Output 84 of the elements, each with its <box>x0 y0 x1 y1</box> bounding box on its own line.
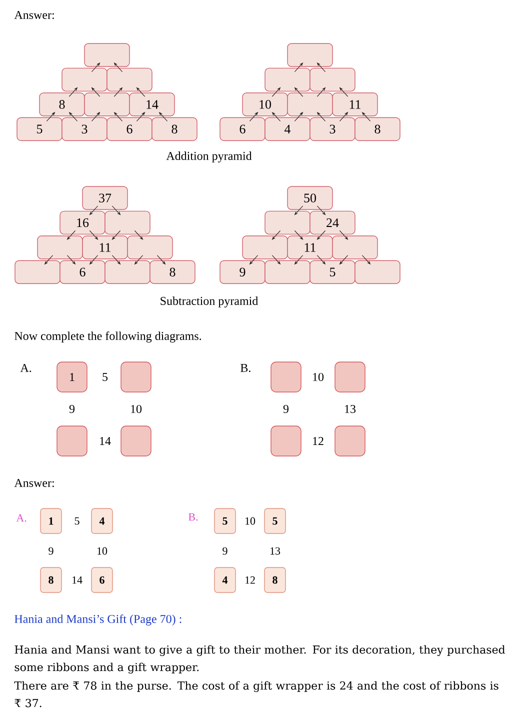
pyramid-brick <box>264 260 310 284</box>
pyramid-brick: 6 <box>220 117 266 141</box>
pyramid-brick: 3 <box>62 117 108 141</box>
pyramid-brick <box>264 68 310 92</box>
answer-box: 6 <box>91 567 113 593</box>
answer-box: 5 <box>214 508 236 534</box>
pyramid-brick <box>287 92 333 116</box>
number-label: 9 <box>48 547 54 555</box>
pyramid-brick: 4 <box>264 117 310 141</box>
pyramid-brick: 24 <box>310 210 356 235</box>
pyramid-brick: 11 <box>332 92 378 116</box>
pyramid-brick <box>242 236 288 260</box>
pyramid-brick: 5 <box>310 260 356 284</box>
number-label: 5 <box>74 517 80 525</box>
pyramid-brick: 11 <box>287 236 333 260</box>
pyramid-brick: 8 <box>152 117 198 141</box>
heading-text: Answer: <box>14 478 54 488</box>
number-label: 14 <box>100 437 111 445</box>
pyramid-brick: 50 <box>287 186 333 210</box>
answer-box: 8 <box>264 567 286 593</box>
answer-box: 4 <box>91 508 113 534</box>
number-label: 10 <box>245 517 256 525</box>
heading-text: Answer: <box>14 10 54 20</box>
item-letter: B. <box>188 513 198 521</box>
pyramid-brick <box>84 43 130 67</box>
number-label: 10 <box>313 372 324 382</box>
paragraph: There are ₹ 78 in the purse. The cost of a gift wrapper is 24 and the cost of ribbons is ₹ 37. <box>14 681 498 708</box>
pyramid-brick: 8 <box>150 260 196 284</box>
pyramid-brick: 8 <box>39 92 85 116</box>
pyramid-brick: 5 <box>16 117 62 141</box>
pyramid-brick: 6 <box>106 117 152 141</box>
pyramid-brick: 16 <box>60 210 106 235</box>
pyramid-brick <box>354 260 400 284</box>
caption: Subtraction pyramid <box>160 296 258 308</box>
pyramid-brick: 9 <box>220 260 266 284</box>
pyramid-brick <box>62 68 108 92</box>
answer-box: 5 <box>264 508 286 534</box>
pyramid-brick: 14 <box>129 92 175 116</box>
number-label: 5 <box>102 373 108 381</box>
number-label: 10 <box>131 404 142 414</box>
pyramid-brick: 6 <box>60 260 106 284</box>
number-label: 9 <box>69 404 74 414</box>
section-heading: Hania and Mansi’s Gift (Page 70) : <box>14 614 182 626</box>
number-label: 12 <box>245 576 255 584</box>
pyramid-brick <box>14 260 60 284</box>
number-box: 1 <box>56 362 88 392</box>
pyramid-brick: 8 <box>354 117 400 141</box>
number-label: 10 <box>97 547 108 555</box>
number-label: 13 <box>270 547 280 555</box>
answer-box: 8 <box>40 567 62 593</box>
pyramid-brick <box>37 236 83 260</box>
pyramid-brick <box>287 43 333 67</box>
paragraph: Hania and Mansi want to give a gift to their mother. For its decoration, they purchased some ribbons and a gift wrapper. <box>14 645 505 674</box>
number-box <box>120 426 152 456</box>
number-box <box>334 426 366 456</box>
pyramid-brick <box>104 260 150 284</box>
number-box <box>270 426 302 456</box>
pyramid-brick <box>310 68 356 92</box>
number-label: 14 <box>72 576 82 584</box>
pyramid-brick <box>104 210 150 235</box>
number-label: 9 <box>222 547 228 555</box>
pyramid-brick <box>106 68 152 92</box>
item-letter: B. <box>240 364 250 372</box>
number-label: 9 <box>283 404 288 414</box>
number-box <box>56 426 88 456</box>
pyramid-brick <box>264 210 310 235</box>
item-letter: A. <box>20 364 32 372</box>
answer-box: 1 <box>40 508 62 534</box>
answer-box: 4 <box>214 567 236 593</box>
pyramid-brick: 10 <box>242 92 288 116</box>
instruction-text: Now complete the following diagrams. <box>14 331 202 343</box>
number-box <box>120 362 152 392</box>
pyramid-brick <box>332 236 378 260</box>
number-box <box>270 362 302 392</box>
item-letter: A. <box>16 514 26 522</box>
caption: Addition pyramid <box>166 152 252 162</box>
pyramid-brick: 11 <box>82 236 128 260</box>
pyramid-brick: 3 <box>310 117 356 141</box>
number-label: 13 <box>345 404 356 414</box>
pyramid-brick: 37 <box>82 186 128 210</box>
number-label: 12 <box>313 437 324 445</box>
number-box <box>334 362 366 392</box>
pyramid-brick <box>127 236 173 260</box>
pyramid-brick <box>84 92 130 116</box>
